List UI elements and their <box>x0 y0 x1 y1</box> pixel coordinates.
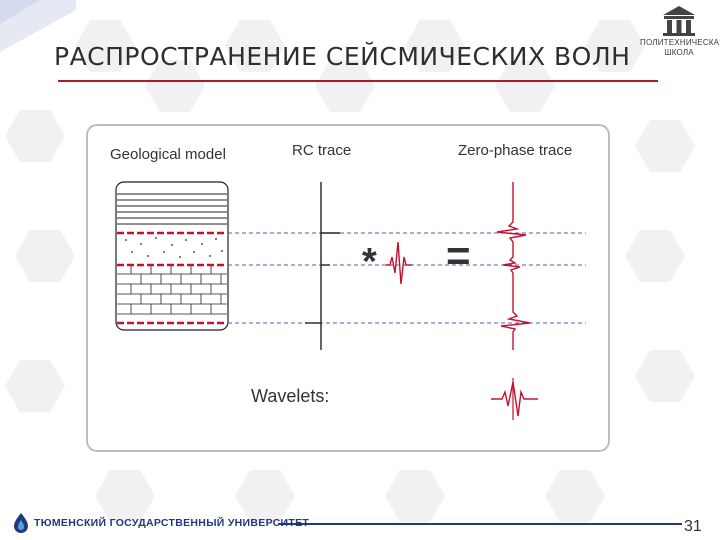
geological-model-block <box>115 181 229 331</box>
figure-frame <box>86 124 610 452</box>
building-icon <box>663 6 695 36</box>
input-wavelet <box>386 241 412 285</box>
zero-phase-trace <box>496 182 531 350</box>
footer-rule <box>278 523 682 525</box>
geological-model-label: Geological model <box>110 146 226 163</box>
logo-line-2: ШКОЛА <box>664 48 694 57</box>
wavelets-label: Wavelets: <box>251 386 330 406</box>
seismic-convolution-figure: Geological model RC trace Zero-phase tra… <box>86 124 610 452</box>
university-name: ТЮМЕНСКИЙ ГОСУДАРСТВЕННЫЙ УНИВЕРСИТЕТ <box>34 517 310 529</box>
logo-line-1: ПОЛИТЕХНИЧЕСКАЯ <box>640 38 720 47</box>
corner-band <box>0 0 76 52</box>
slide-title: РАСПРОСТРАНЕНИЕ СЕЙСМИЧЕСКИХ ВОЛН <box>54 42 631 71</box>
rc-trace <box>305 182 340 350</box>
wavelet-sample <box>491 378 538 420</box>
university-emblem-icon <box>14 513 28 533</box>
page-number: 31 <box>684 518 702 535</box>
equals-symbol: = <box>446 232 471 279</box>
title-underline <box>58 80 658 82</box>
zero-phase-trace-label: Zero-phase trace <box>458 142 573 159</box>
rc-trace-label: RC trace <box>292 142 352 159</box>
convolution-symbol: * <box>362 241 377 283</box>
school-logo: ПОЛИТЕХНИЧЕСКАЯ ШКОЛА <box>640 3 720 63</box>
